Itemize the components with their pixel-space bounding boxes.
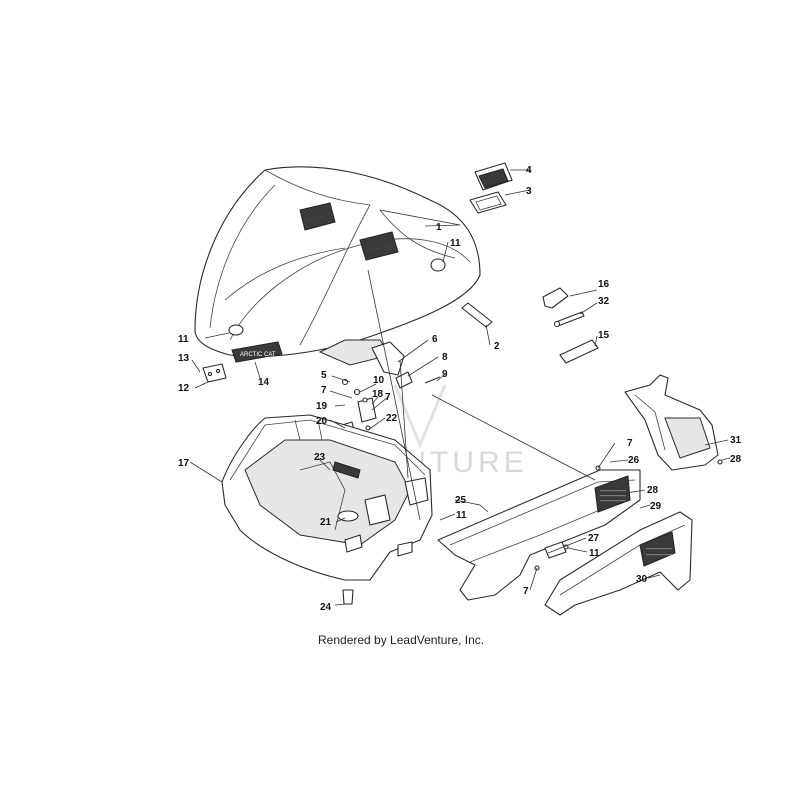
callout-21: 21 [320,517,332,528]
callout-7-upper: 7 [321,385,327,396]
callout-11-fascia: 11 [589,548,600,559]
plate-part-15 [559,339,599,364]
callout-18: 18 [372,389,384,400]
callout-17: 17 [178,458,190,469]
callout-7-mid: 7 [385,392,391,403]
callout-28-fascia: 28 [647,485,659,496]
callout-28-side: 28 [730,454,742,465]
callout-32: 32 [598,296,610,307]
callout-23: 23 [314,452,326,463]
callout-22: 22 [386,413,398,424]
hood-part-1: ARCTIC CAT [194,166,481,366]
hinge-plate-part-13 [202,363,227,383]
callout-26: 26 [628,455,640,466]
leader-lines [189,169,731,606]
callout-29: 29 [650,501,662,512]
callout-24: 24 [320,602,332,613]
callout-labels: 4 3 1 11 2 16 32 15 11 6 8 9 5 10 7 18 7… [178,165,742,613]
lower-fascia-part-30 [544,511,693,616]
strip-part-2 [461,302,493,328]
hood-badge-text: ARCTIC CAT [240,352,276,358]
callout-30: 30 [636,574,648,585]
callout-13: 13 [178,353,190,364]
callout-3: 3 [526,186,532,197]
callout-12: 12 [178,383,190,394]
callout-5: 5 [321,370,327,381]
callout-25: 25 [455,495,467,506]
front-fascia-part-25 [437,465,641,601]
callout-19: 19 [316,401,328,412]
callout-2: 2 [494,341,500,352]
vent-seal-part-3 [469,191,507,214]
callout-7-lower: 7 [523,586,529,597]
callout-16: 16 [598,279,610,290]
callout-6: 6 [432,334,438,345]
callout-10: 10 [373,375,385,386]
callout-7-fascia: 7 [627,438,633,449]
callout-11-box: 11 [456,510,467,521]
callout-4: 4 [526,165,532,176]
callout-11-hood: 11 [450,238,461,249]
hinge-bracket-part-6 [371,341,405,376]
callout-31: 31 [730,435,742,446]
callout-15: 15 [598,330,610,341]
footer-credit: Rendered by LeadVenture, Inc. [318,633,484,647]
callout-9: 9 [442,369,448,380]
vent-cover-part-4 [474,162,513,191]
callout-20: 20 [316,416,328,427]
bracket-part-16 [542,287,569,309]
callout-11-hood-left: 11 [178,334,189,345]
callout-8: 8 [442,352,448,363]
callout-27: 27 [588,533,600,544]
side-panel-part-31 [624,374,723,471]
callout-14: 14 [258,377,270,388]
strap-part-32 [553,311,585,328]
storage-box-part-17 [221,414,433,605]
callout-1: 1 [436,222,442,233]
